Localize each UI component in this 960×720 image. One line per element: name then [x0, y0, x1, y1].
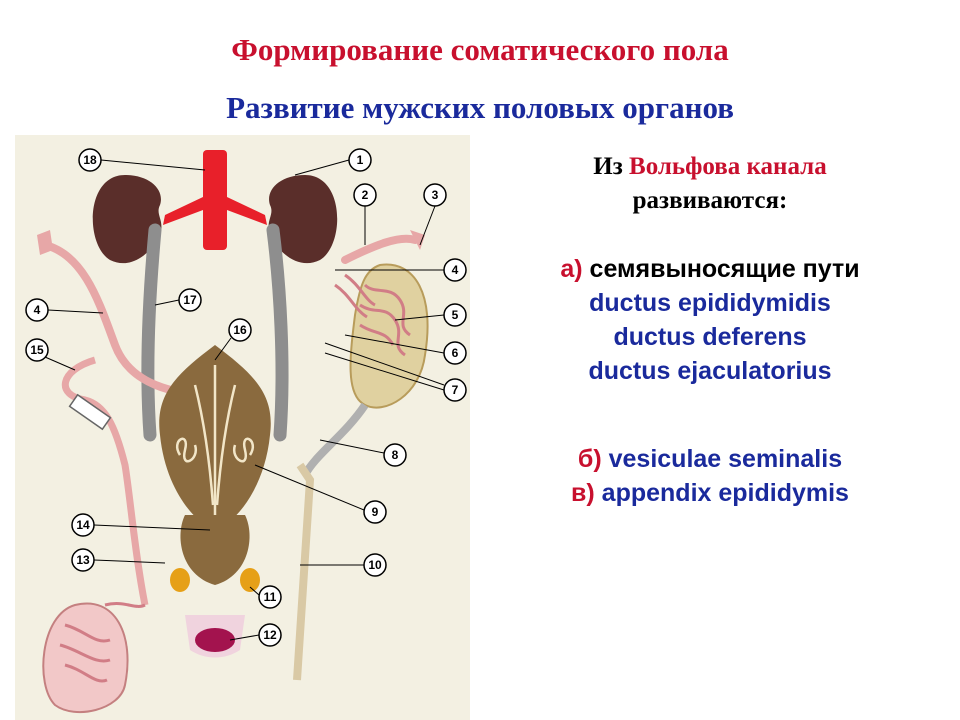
left-kidney [92, 175, 162, 264]
efferent-tubules [334, 273, 411, 357]
page-subtitle: Развитие мужских половых органов [226, 90, 734, 125]
item-b: б) vesiculae seminalis [577, 445, 843, 473]
item-c: в) appendix epididymis [571, 479, 849, 507]
label-14: 14 [71, 513, 211, 537]
svg-text:11: 11 [264, 590, 277, 604]
label-16: 16 [214, 318, 252, 361]
svg-text:13: 13 [76, 553, 90, 567]
aorta [163, 150, 267, 250]
svg-text:6: 6 [452, 346, 459, 360]
label-15: 15 [25, 338, 76, 371]
svg-text:16: 16 [233, 323, 247, 337]
label-12: 12 [229, 623, 282, 647]
label-4-left: 4 [25, 298, 104, 322]
svg-text:18: 18 [83, 153, 97, 167]
svg-text:3: 3 [432, 188, 439, 202]
svg-text:9: 9 [372, 505, 379, 519]
label-17: 17 [154, 288, 202, 312]
label-3: 3 [419, 183, 447, 246]
svg-text:4: 4 [34, 303, 41, 317]
svg-text:15: 15 [30, 343, 44, 357]
left-testis [42, 602, 129, 714]
bulbourethral-gland-right [240, 568, 260, 592]
right-kidney [268, 175, 338, 264]
page-title: Формирование соматического пола [231, 32, 729, 67]
left-ductus-deferens [61, 356, 149, 606]
label-7: 7 [324, 342, 467, 402]
bulbourethral-gland-left [170, 568, 190, 592]
left-ureter [141, 223, 162, 442]
svg-text:1: 1 [357, 153, 364, 167]
label-2: 2 [353, 183, 377, 245]
svg-text:2: 2 [362, 188, 369, 202]
item-a-list-1: ductus epididymidis [589, 289, 831, 317]
svg-text:14: 14 [76, 518, 90, 532]
right-duct [341, 234, 419, 264]
svg-text:4: 4 [452, 263, 459, 277]
anatomy-diagram: 18 1 2 3 4 5 6 7 8 9 10 11 12 13 14 15 4… [15, 135, 470, 720]
label-11: 11 [249, 585, 282, 609]
item-a-list-3: ductus ejaculatorius [588, 357, 832, 385]
right-ductus-deferens [301, 402, 369, 477]
svg-text:7: 7 [452, 383, 459, 397]
seminal-vesicles [176, 365, 254, 515]
label-4-right: 4 [335, 258, 467, 282]
label-6: 6 [344, 334, 467, 365]
intro-line: Из Вольфова канала [593, 153, 827, 180]
label-1: 1 [294, 148, 372, 176]
label-8: 8 [319, 439, 407, 467]
svg-text:8: 8 [392, 448, 399, 462]
svg-text:10: 10 [368, 558, 382, 572]
label-10: 10 [300, 553, 387, 577]
label-9: 9 [254, 464, 387, 524]
label-5: 5 [394, 303, 467, 327]
item-a-list-2: ductus deferens [613, 323, 807, 351]
intro-suffix: развиваются: [632, 187, 788, 214]
svg-text:12: 12 [263, 628, 277, 642]
item-a: а) семявыносящие пути [560, 255, 860, 283]
right-ureter [266, 223, 289, 442]
svg-text:5: 5 [452, 308, 459, 322]
label-18: 18 [78, 148, 206, 172]
text-content: Из Вольфова канала развиваются: а) семяв… [490, 150, 930, 510]
wolffian-duct-highlight: Вольфова канала [629, 153, 827, 180]
svg-text:17: 17 [183, 293, 197, 307]
label-13: 13 [71, 548, 166, 572]
